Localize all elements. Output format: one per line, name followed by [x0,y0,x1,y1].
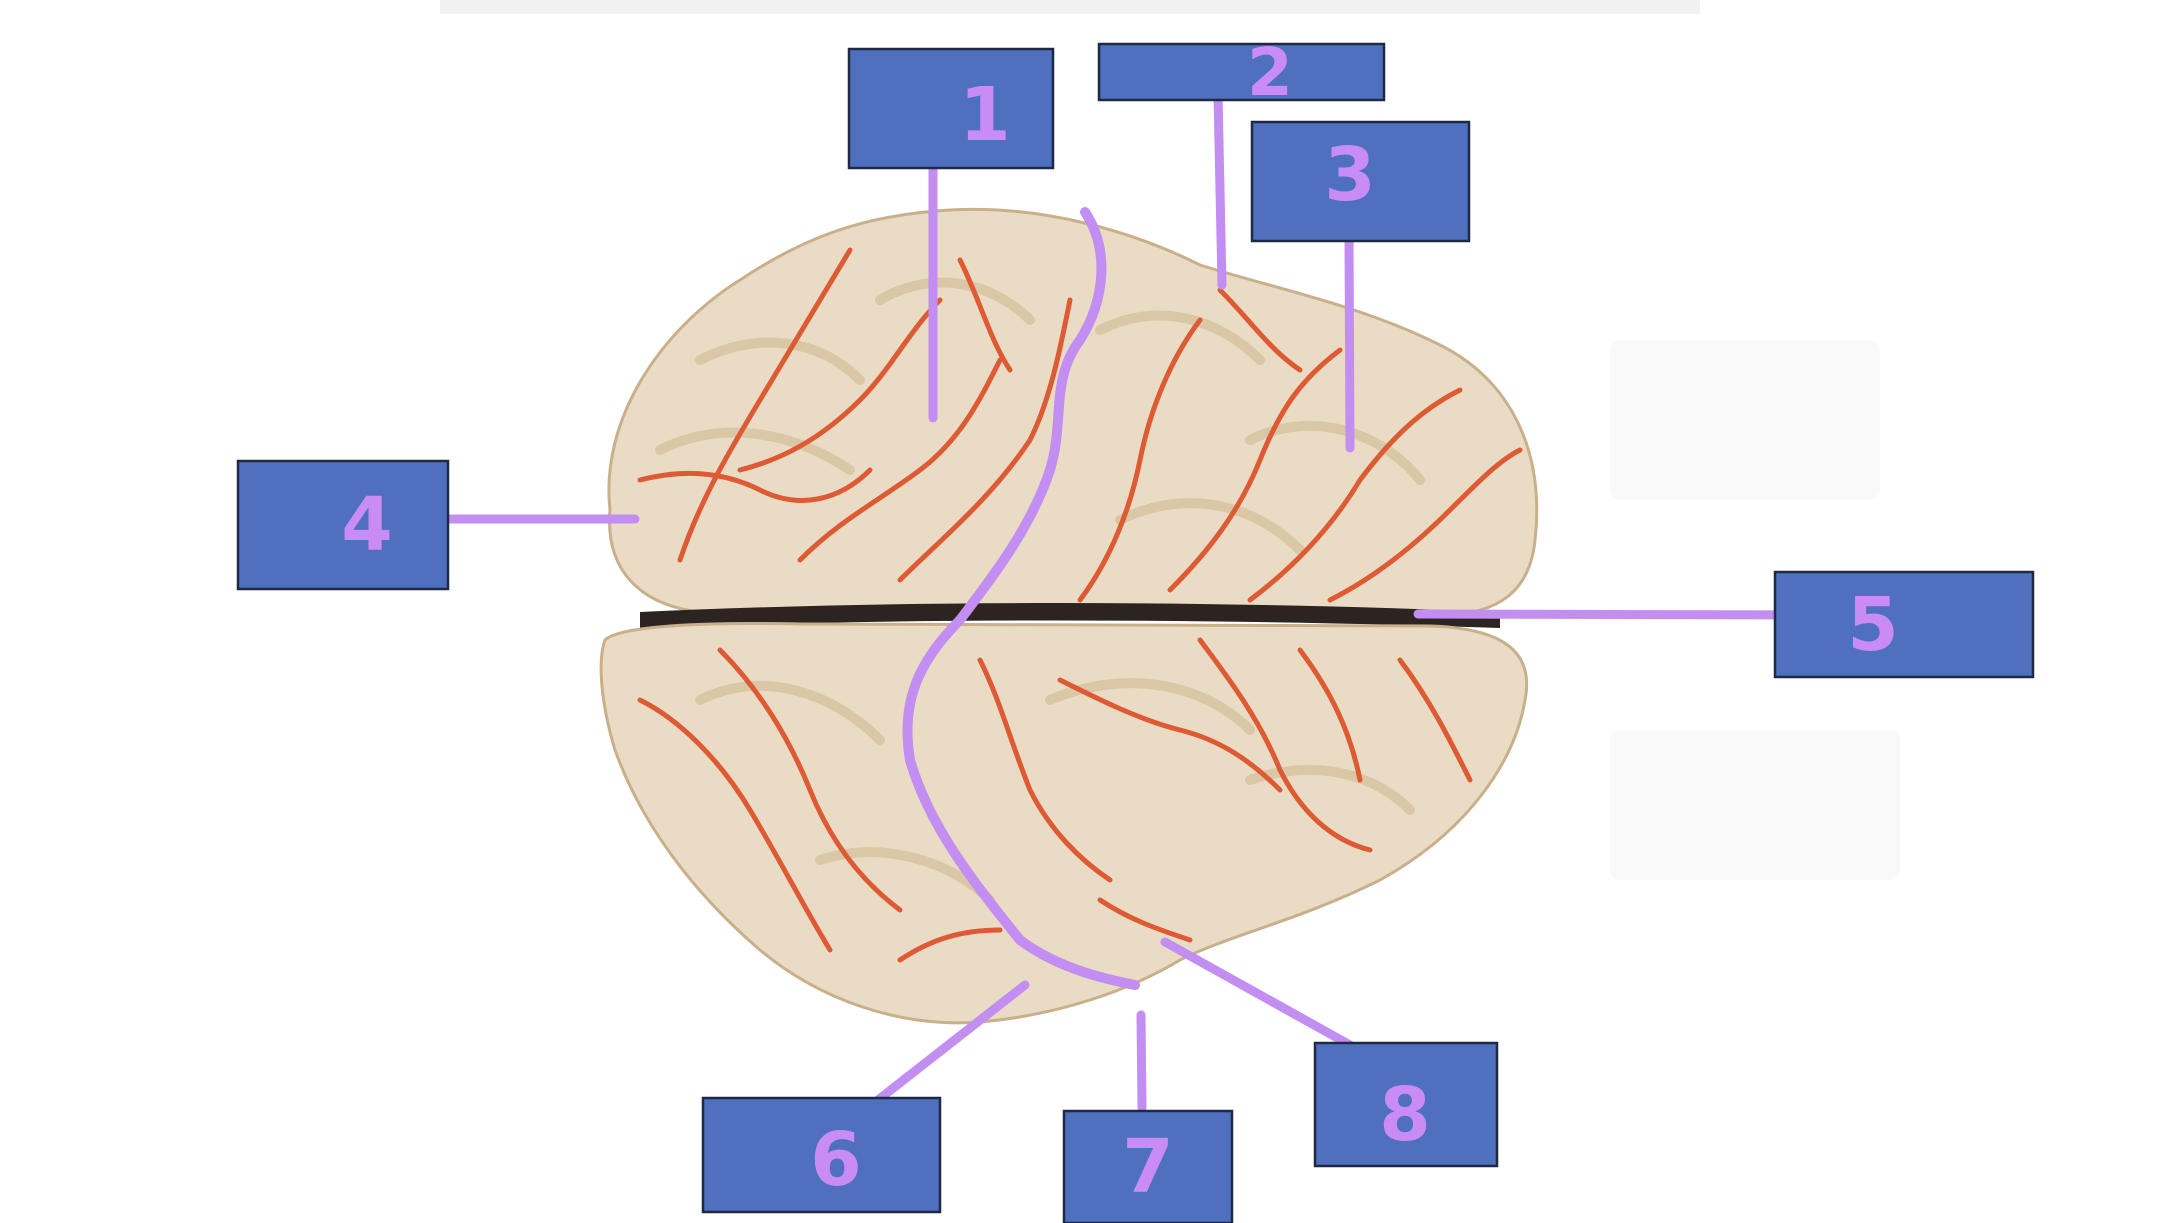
label-number-5: 5 [1847,582,1899,668]
label-3[interactable]: 3 [1250,120,1471,243]
blood-vessel [1167,347,1343,593]
blood-vessel [677,247,853,563]
blood-vessel [1197,637,1373,853]
blood-vessel [897,927,1003,963]
label-number-3: 3 [1324,132,1376,218]
blood-vessel [737,297,943,473]
blood-vessel [717,647,903,913]
label-4[interactable]: 4 [236,459,450,591]
blood-vessel [637,467,873,503]
label-box-8[interactable] [1313,1041,1499,1168]
gyrus-ridge [1245,765,1415,815]
gyrus-ridge [1095,310,1265,365]
label-8[interactable]: 8 [1313,1041,1499,1168]
label-number-2: 2 [1247,34,1293,111]
label-number-4: 4 [341,482,393,568]
leader-line-8 [1160,937,1355,1050]
label-box-4[interactable] [236,459,450,591]
leader-line-3 [1344,233,1355,453]
erased-label-ghost-lower [1610,730,1900,880]
leader-lines [427,90,1815,1113]
blood-vessel [1077,317,1203,603]
blood-vessel [637,697,833,953]
label-2[interactable]: 2 [1097,34,1386,111]
blood-vessel [1217,287,1303,373]
label-number-1: 1 [959,72,1011,158]
label-box-2[interactable] [1097,42,1386,102]
blood-vessel [897,297,1073,583]
label-box-5[interactable] [1773,570,2035,679]
blood-vessel [797,357,1003,563]
label-box-7[interactable] [1062,1109,1234,1223]
label-7[interactable]: 7 [1062,1109,1234,1223]
gyrus-ridge [655,427,855,475]
erased-label-ghost-upper [1610,340,1880,500]
blood-vessel [1397,657,1473,783]
leader-line-7 [1136,1010,1147,1113]
label-box-1[interactable] [847,47,1055,170]
label-number-6: 6 [810,1117,862,1203]
label-1[interactable]: 1 [847,47,1055,170]
label-box-6[interactable] [701,1096,942,1214]
gyrus-ridge [875,277,1035,325]
blood-vessel [1297,647,1363,783]
top-edge-strip [440,0,1700,14]
central-sulcus-line [902,207,1140,990]
lower-hemisphere [599,622,1529,1025]
longitudinal-fissure [640,603,1500,628]
leader-line-6 [873,980,1030,1105]
blood-vessel [957,257,1013,373]
gyrus-ridge [695,337,865,385]
blood-vessel [1057,677,1283,793]
leader-line-5 [1413,609,1815,620]
blood-vessel [1247,387,1463,603]
gyrus-ridge [695,680,885,745]
label-box-3[interactable] [1250,120,1471,243]
blood-vessel [1327,447,1523,603]
brain-illustration [599,207,1539,1025]
blood-vessel [1097,897,1193,943]
blood-vessel [977,657,1113,883]
label-number-7: 7 [1122,1124,1174,1210]
label-6[interactable]: 6 [701,1096,942,1214]
label-5[interactable]: 5 [1773,570,2035,679]
label-number-8: 8 [1379,1072,1431,1158]
gyrus-ridge [1115,498,1305,555]
leader-line-2 [1213,90,1227,290]
